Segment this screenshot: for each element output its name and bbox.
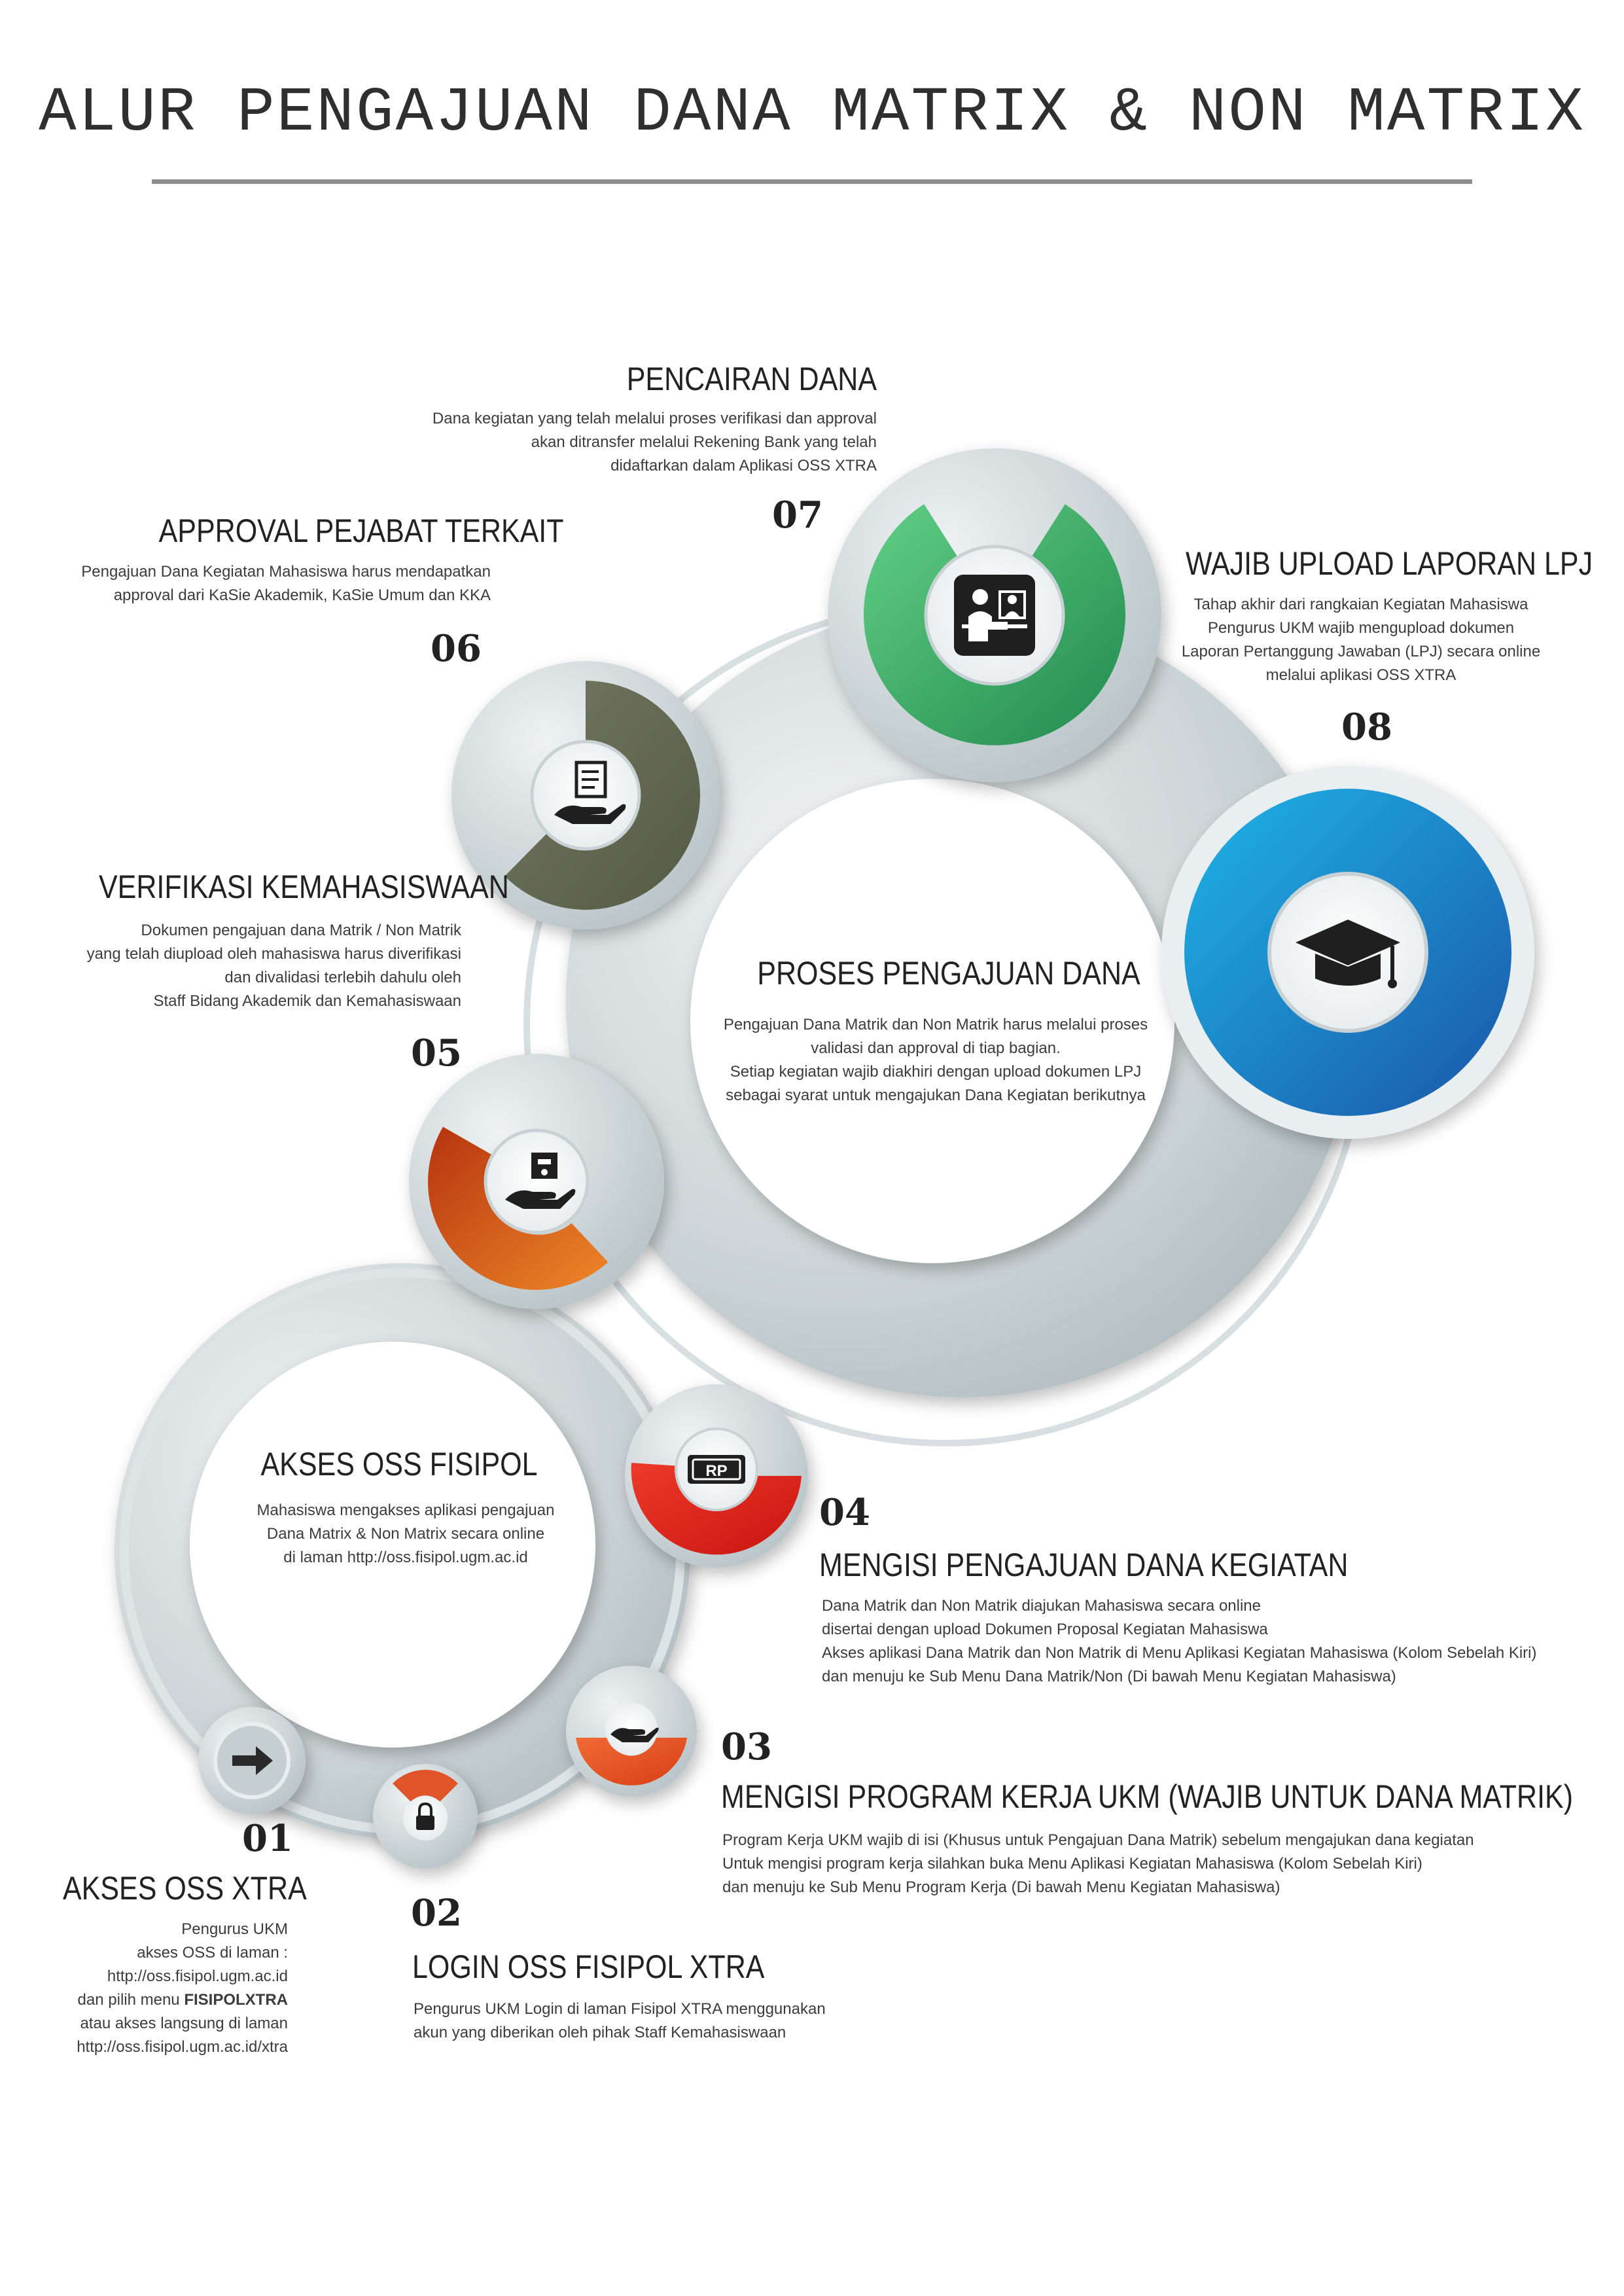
step-08-heading: WAJIB UPLOAD LAPORAN LPJ — [1186, 545, 1593, 582]
hand-lock-icon — [505, 1153, 576, 1209]
padlock-icon — [416, 1802, 434, 1830]
center-large-desc: Pengajuan Dana Matrik dan Non Matrik har… — [723, 1016, 1148, 1104]
center-small-heading: AKSES OSS FISIPOL — [260, 1446, 538, 1482]
step-05-heading: VERIFIKASI KEMAHASISWAAN — [99, 869, 509, 905]
step-01-desc-text: Pengurus UKM akses OSS di laman : http:/… — [77, 1920, 288, 2009]
step-01-heading: AKSES OSS XTRA — [63, 1870, 307, 1907]
step-04-node: RP — [625, 1384, 808, 1568]
step-03-heading: MENGISI PROGRAM KERJA UKM (WAJIB UNTUK D… — [721, 1778, 1574, 1815]
center-large-heading: PROSES PENGAJUAN DANA — [757, 955, 1140, 992]
step-05-number: 05 — [411, 1031, 462, 1075]
step-02-heading: LOGIN OSS FISIPOL XTRA — [412, 1948, 765, 1985]
step-08-node — [1161, 766, 1534, 1139]
step-04-desc: Dana Matrik dan Non Matrik diajukan Maha… — [822, 1597, 1537, 1685]
step-03-node — [566, 1666, 697, 1797]
hand-document-icon — [554, 761, 626, 824]
step-06-desc: Pengajuan Dana Kegiatan Mahasiswa harus … — [81, 563, 491, 604]
large-circle — [523, 602, 1368, 1446]
hand-icon — [610, 1727, 659, 1742]
step-05-node — [409, 1054, 664, 1309]
step-04-number: 04 — [819, 1491, 870, 1534]
step-07-desc: Dana kegiatan yang telah melalui proses … — [432, 410, 877, 475]
step-03-number: 03 — [721, 1725, 772, 1768]
step-01-desc: Pengurus UKM akses OSS di laman : http:/… — [26, 1918, 288, 2059]
step-06-heading: APPROVAL PEJABAT TERKAIT — [158, 512, 564, 549]
step-04-heading: MENGISI PENGAJUAN DANA KEGIATAN — [819, 1547, 1349, 1583]
arrow-right-icon — [232, 1746, 273, 1775]
graduation-cap-icon — [1296, 920, 1400, 988]
step-01-node — [198, 1707, 306, 1814]
title-underline — [152, 179, 1472, 184]
center-small-desc: Mahasiswa mengakses aplikasi pengajuan D… — [256, 1501, 555, 1566]
page-title: ALUR PENGAJUAN DANA MATRIX & NON MATRIX — [39, 77, 1585, 149]
step-05-desc: Dokumen pengajuan dana Matrik / Non Matr… — [86, 922, 461, 1010]
step-06-node — [451, 661, 720, 929]
step-06-number: 06 — [431, 627, 482, 670]
step-03-desc: Program Kerja UKM wajib di isi (Khusus u… — [722, 1831, 1474, 1896]
step-01-desc-text-2: atau akses langsung di laman http://oss.… — [77, 2015, 288, 2056]
step-08-number: 08 — [1341, 706, 1392, 749]
bank-teller-icon — [954, 575, 1035, 656]
step-07-number: 07 — [772, 493, 823, 537]
step-07-node — [828, 448, 1161, 782]
step-02-desc: Pengurus UKM Login di laman Fisipol XTRA… — [414, 2000, 826, 2041]
step-02-number: 02 — [411, 1892, 462, 1935]
step-07-heading: PENCAIRAN DANA — [626, 361, 877, 397]
step-01-menu-name: FISIPOLXTRA — [184, 1991, 288, 2009]
money-icon: RP — [688, 1455, 745, 1484]
step-08-desc: Tahap akhir dari rangkaian Kegiatan Maha… — [1181, 596, 1541, 684]
money-icon-label: RP — [705, 1462, 727, 1480]
step-02-node — [373, 1764, 478, 1869]
step-01-number: 01 — [242, 1817, 293, 1860]
